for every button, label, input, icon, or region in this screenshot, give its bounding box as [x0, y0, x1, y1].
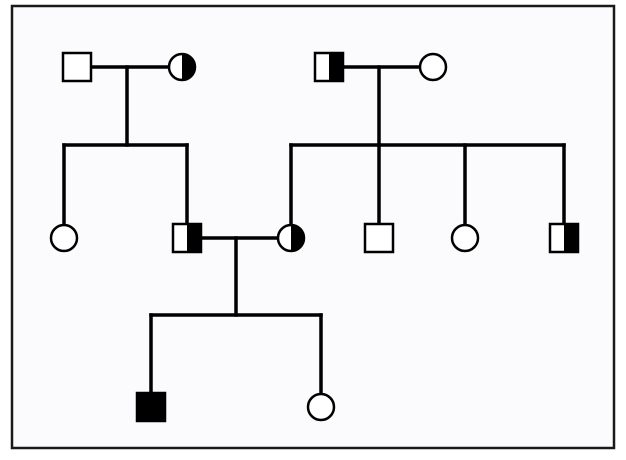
- male-carrier-symbol: [548, 222, 580, 254]
- female-carrier-symbol: [167, 52, 197, 82]
- male-affected-symbol: [135, 391, 167, 423]
- female-unaffected-symbol: [306, 392, 336, 422]
- male-carrier-symbol: [313, 51, 345, 83]
- relationship-lines: [62, 65, 566, 396]
- individual-symbols: [49, 51, 580, 423]
- male-carrier-symbol: [171, 222, 203, 254]
- female-unaffected-symbol: [418, 52, 448, 82]
- female-carrier-symbol: [276, 223, 306, 253]
- figure-background: [10, 4, 616, 450]
- male-unaffected-symbol: [363, 222, 395, 254]
- female-unaffected-symbol: [450, 223, 480, 253]
- female-unaffected-symbol: [49, 223, 79, 253]
- male-unaffected-symbol: [61, 51, 93, 83]
